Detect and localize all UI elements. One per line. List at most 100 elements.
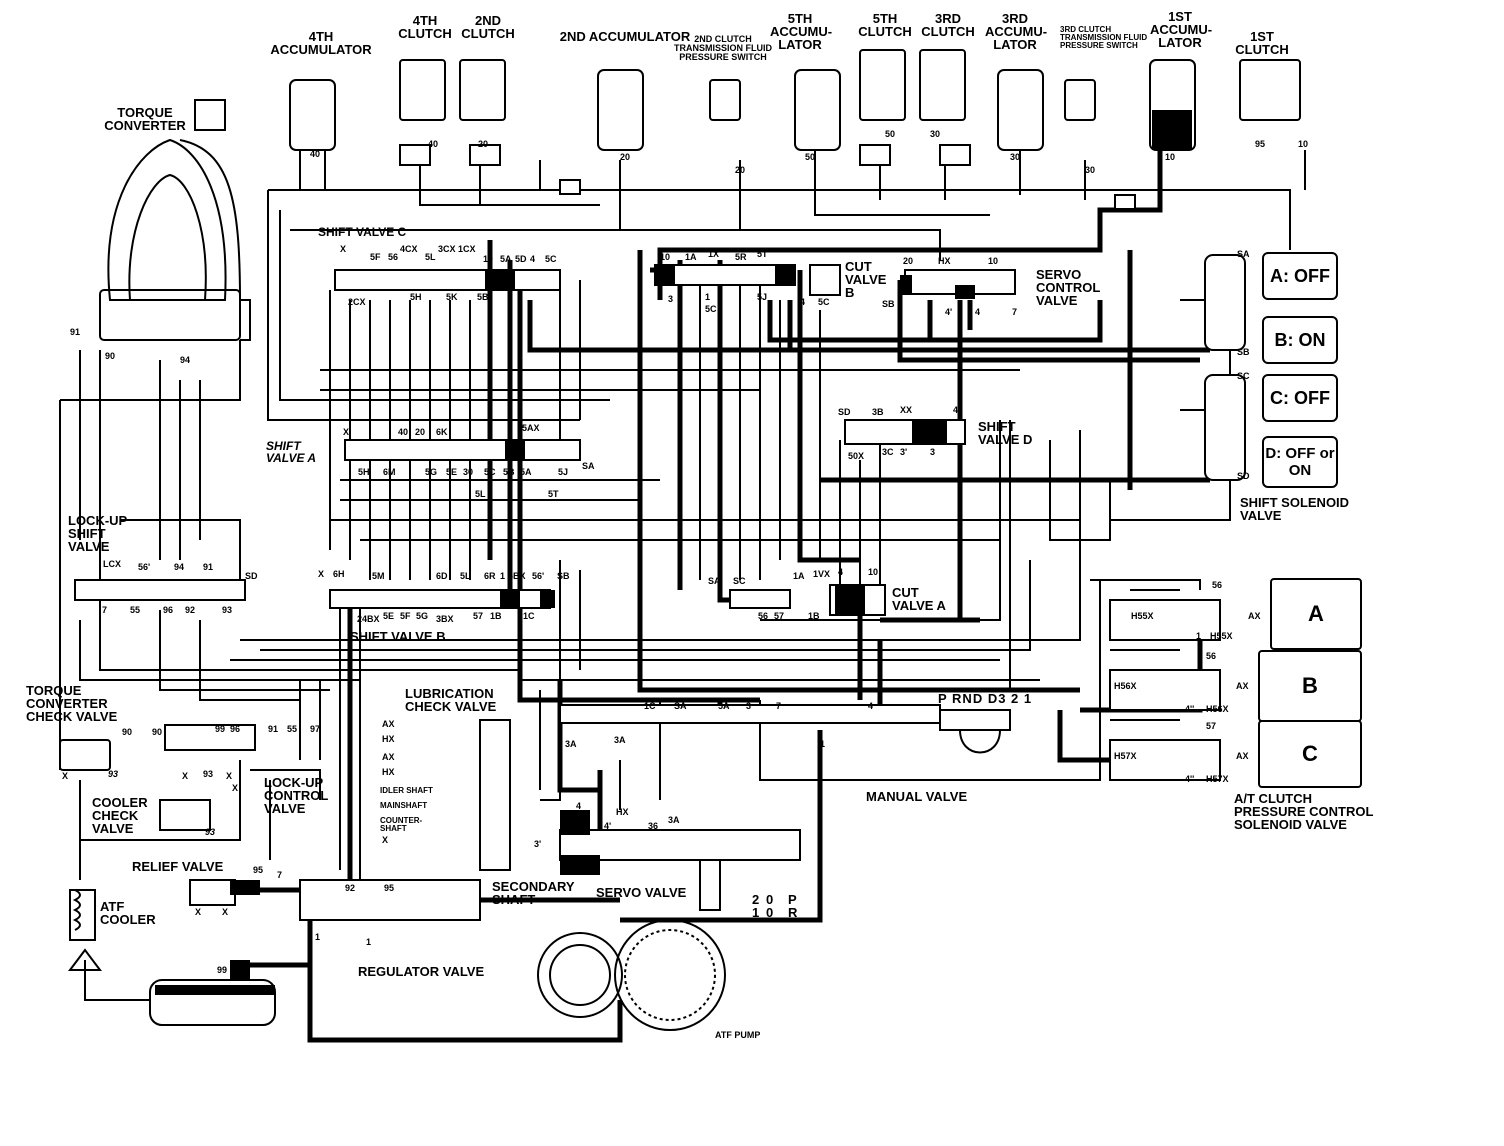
shift-valve-c-label: SHIFT VALVE C: [318, 225, 407, 239]
sva-port: 5AX: [522, 423, 540, 433]
svb-port: 56': [532, 571, 545, 581]
lube-line: MAINSHAFT: [380, 801, 428, 810]
lube-line: AX: [382, 752, 395, 762]
clutch5-label: 5TH CLUTCH: [858, 11, 912, 39]
svd-port: 3B: [872, 407, 884, 417]
solenoid-c-status: C: OFF: [1262, 374, 1338, 422]
cvb-port: 5T: [757, 249, 768, 259]
servo-pos: 2: [752, 892, 760, 907]
cva-port: 4: [838, 567, 844, 577]
lower-port: X: [226, 771, 233, 781]
svb-port: 5G: [416, 611, 429, 621]
lower-port: X: [62, 771, 69, 781]
manual-port: 1C: [644, 701, 656, 711]
cvb-port: 5C: [705, 304, 717, 314]
lower-port: 3': [534, 839, 542, 849]
lower-port: 97: [310, 724, 321, 734]
scv-port: HX: [938, 256, 951, 266]
sol-port: SB: [1237, 347, 1250, 357]
pcsv-port: 4'': [1185, 774, 1195, 784]
port-label: 91: [70, 327, 81, 337]
port-label: 90: [105, 351, 116, 361]
sva-port: 6K: [436, 427, 448, 437]
svb-port: X: [318, 569, 325, 579]
svb-port: 6R: [484, 571, 496, 581]
solenoid-b-status: B: ON: [1262, 316, 1338, 364]
pcsv-a: A: [1270, 578, 1362, 650]
lower-port: 92: [345, 883, 356, 893]
cvb-port: 1: [705, 292, 711, 302]
solenoid-d-status: D: OFF or ON: [1262, 436, 1338, 488]
lube-line: COUNTER-SHAFT: [380, 816, 423, 833]
port-label: 20: [620, 152, 631, 162]
sw3-label: 3RD CLUTCH TRANSMISSION FLUID PRESSURE S…: [1060, 25, 1148, 50]
acc2-label: 2ND ACCUMULATOR: [559, 29, 691, 44]
sw2-label: 2ND CLUTCH TRANSMISSION FLUID PRESSURE S…: [674, 34, 772, 62]
cvb-port: 5J: [757, 292, 768, 302]
scv-port: 20: [903, 256, 914, 266]
lower-port: 4: [576, 801, 582, 811]
sva-port: 40: [398, 427, 409, 437]
sva-port: SA: [582, 461, 595, 471]
servo-pos: 1: [752, 905, 760, 920]
servo-valve-label: SERVO VALVE: [596, 885, 687, 900]
acc4-text: 4TH ACCUMULATOR: [270, 29, 372, 57]
manual-port: SA: [674, 701, 687, 711]
cut-valve-a-label: CUT VALVE A: [892, 585, 946, 613]
port-label: 50: [885, 129, 896, 139]
pcsv-port: 4'': [1185, 704, 1195, 714]
sva-port: 5A: [520, 467, 532, 477]
scv-port: SB: [882, 299, 895, 309]
svc-port: 5H: [410, 292, 422, 302]
svc-port: 5L: [425, 252, 436, 262]
shift-valve-a-label: SHIFT VALVE A: [266, 439, 317, 465]
lower-port: 4': [604, 821, 612, 831]
svb-port: 24BX: [357, 614, 380, 624]
sva-port: 5E: [446, 467, 458, 477]
svb-port: 5E: [383, 611, 395, 621]
acc4-label: 4TH ACCUMULATOR: [266, 30, 376, 56]
lower-port: 93: [205, 827, 216, 837]
cooler-check-valve-label: COOLER CHECK VALVE: [92, 795, 148, 836]
cva-port: SC: [733, 576, 746, 586]
pcsv-port: H56X: [1206, 704, 1229, 714]
port-label: 20: [735, 165, 746, 175]
sva-port: 5J: [558, 467, 569, 477]
lower-port: X: [195, 907, 202, 917]
lsv-port: 92: [185, 605, 196, 615]
lower-port: 99: [215, 724, 226, 734]
cut-valve-b-label: CUT VALVE B: [845, 259, 887, 300]
svd-port: 3C: [882, 447, 894, 457]
lower-port: 93: [203, 769, 214, 779]
cva-port: SA: [708, 576, 721, 586]
acc1-label: 1ST ACCUMU-LATOR: [1150, 9, 1213, 50]
svd-port: 4: [953, 405, 959, 415]
manual-port: 7: [776, 701, 782, 711]
sol-port: SC: [1237, 371, 1250, 381]
sva-port: 5C: [484, 467, 496, 477]
svb-port: 5L: [460, 571, 471, 581]
svc-port: 1CX: [458, 244, 476, 254]
svb-port: 57: [473, 611, 484, 621]
regulator-valve-label: REGULATOR VALVE: [358, 964, 485, 979]
port-label: 30: [1085, 165, 1096, 175]
clutch3-label: 3RD CLUTCH: [921, 11, 975, 39]
manual-positions: P RND D3 2 1: [938, 691, 1033, 706]
lower-port: 99: [217, 965, 228, 975]
lower-port: 90: [122, 727, 133, 737]
lower-port: 55: [287, 724, 298, 734]
cvb-port: 10: [660, 252, 671, 262]
lockup-shift-valve-label: LOCK-UP SHIFT VALVE: [68, 513, 127, 554]
pcsv-port: 56: [1212, 580, 1223, 590]
servo-pos: R: [788, 905, 798, 920]
cva-port: 56: [758, 611, 769, 621]
pcsv-port: 57: [1206, 721, 1217, 731]
cva-port: 1VX: [813, 569, 831, 579]
lower-port: X: [232, 783, 239, 793]
acc5-label: 5TH ACCUMU-LATOR: [770, 11, 833, 52]
cvb-port: 3: [668, 294, 674, 304]
cva-port: 1A: [793, 571, 805, 581]
cvb-port: 1X: [708, 249, 720, 259]
